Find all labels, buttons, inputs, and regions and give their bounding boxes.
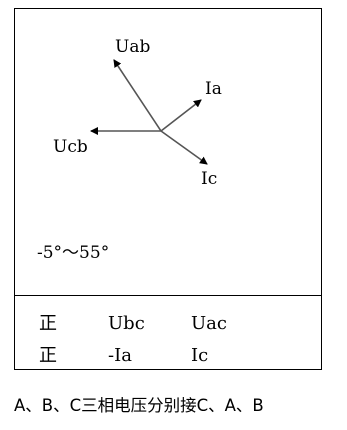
row2-sign: 正	[39, 345, 57, 366]
label-ia: Ia	[205, 79, 222, 99]
vector-ic-arrow	[160, 130, 208, 165]
angle-range-text: -5°～55°	[37, 243, 110, 263]
caption-text: A、B、C三相电压分别接C、A、B	[14, 396, 264, 415]
row2-col1: -Ia	[108, 345, 132, 366]
label-ucb: Ucb	[53, 137, 88, 157]
row1-sign: 正	[39, 313, 57, 334]
table-divider	[15, 295, 321, 296]
row1-col1: Ubc	[108, 313, 145, 334]
label-ic: Ic	[201, 169, 218, 189]
row1-col2: Uac	[191, 313, 227, 334]
label-uab: Uab	[115, 37, 151, 57]
diagram-frame: Uab Ia Ucb Ic -5°～55° 正 Ubc Uac 正 -Ia Ic	[14, 8, 322, 370]
row2-col2: Ic	[191, 345, 209, 366]
phasor-diagram	[90, 59, 208, 165]
vector-uab-arrow	[113, 59, 162, 132]
vector-ia-arrow	[160, 99, 202, 132]
